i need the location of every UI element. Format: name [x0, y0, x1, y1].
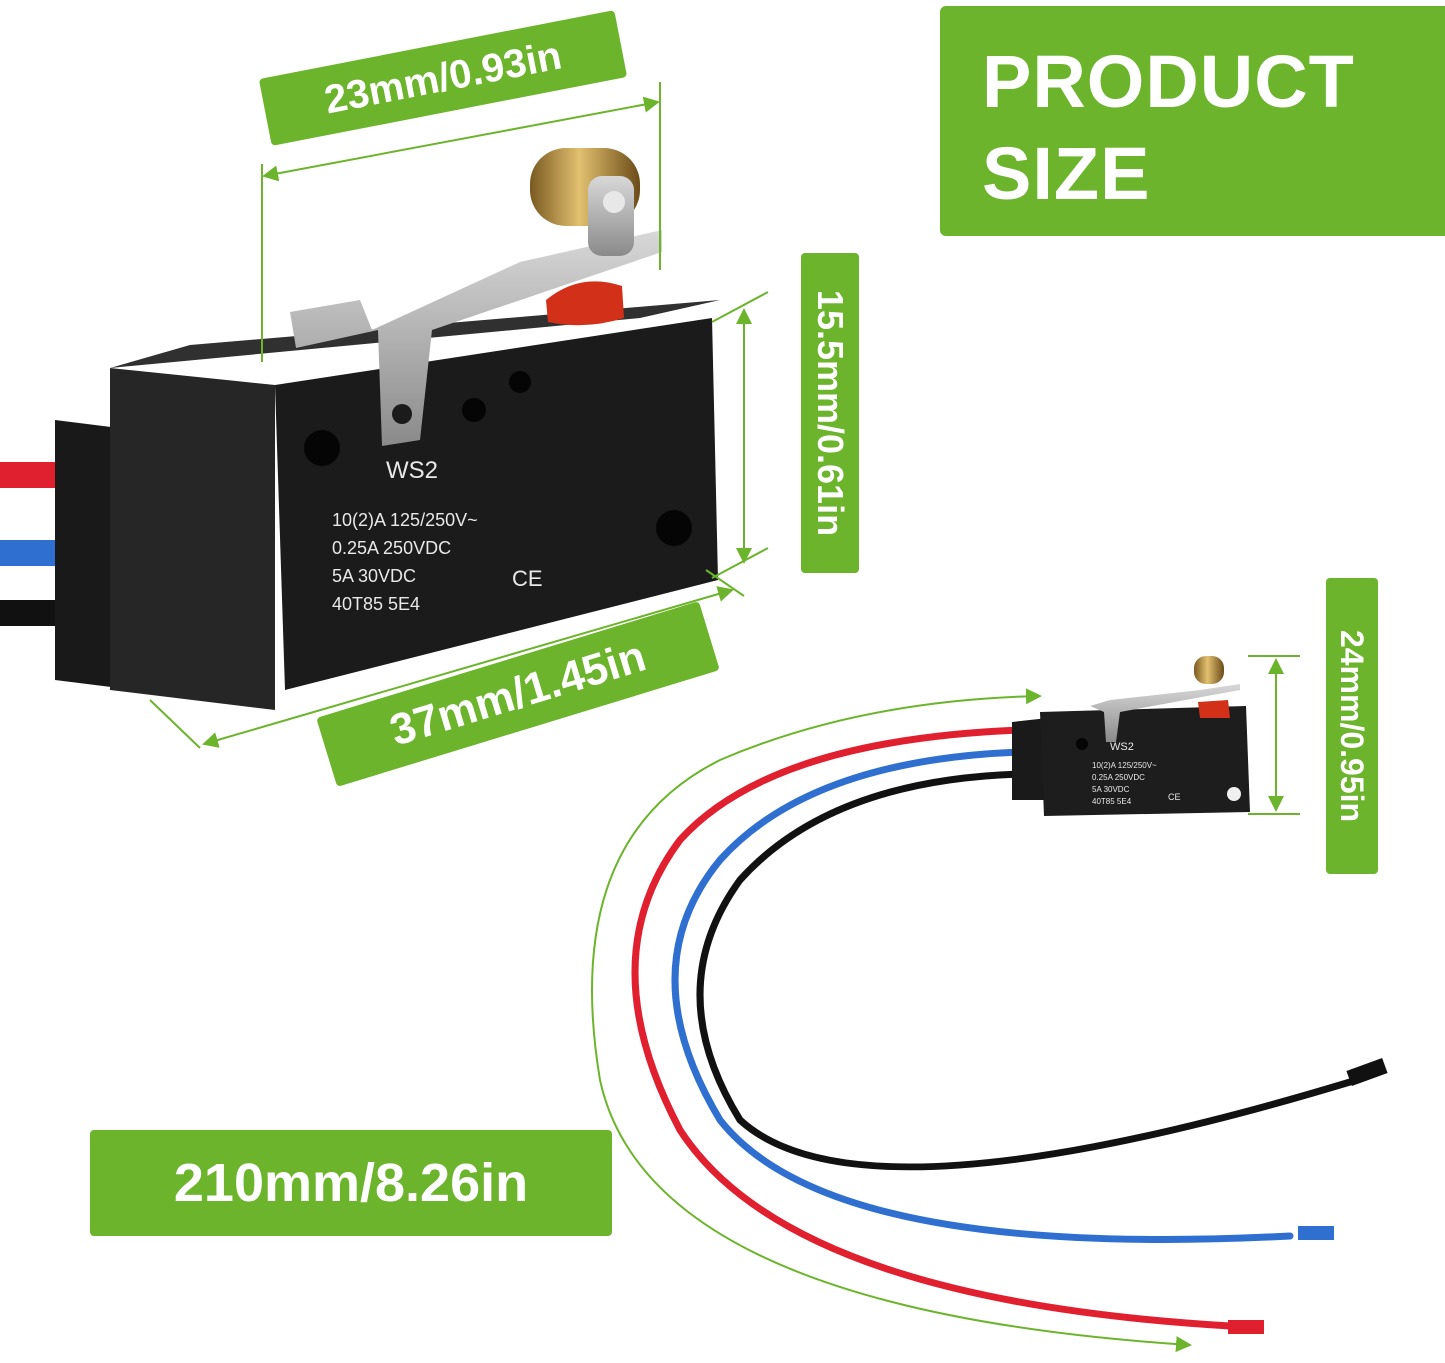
- lever-arm: [290, 230, 662, 446]
- title-line-1: PRODUCT: [982, 40, 1355, 123]
- product-size-title: PRODUCT SIZE: [940, 6, 1445, 236]
- svg-text:5A 30VDC: 5A 30VDC: [1092, 785, 1130, 794]
- wire-length-label: 210mm/8.26in: [90, 1130, 612, 1236]
- red-wire: [631, 726, 1234, 1330]
- mount-hole: [656, 510, 692, 546]
- svg-text:WS2: WS2: [1110, 741, 1134, 753]
- title-line-2: SIZE: [982, 132, 1151, 215]
- blue-wire: [671, 748, 1294, 1243]
- red-wire-tip: [1228, 1320, 1264, 1334]
- blue-wire-tip: [1298, 1226, 1334, 1240]
- height-label: 15.5mm/0.61in: [801, 253, 859, 573]
- black-wire: [696, 770, 1354, 1171]
- small-switch-marking: WS2 10(2)A 125/250V~ 0.25A 250VDC 5A 30V…: [1092, 741, 1181, 806]
- rating-line-4: 40T85 5E4: [332, 594, 420, 614]
- black-wire-tip: [1346, 1057, 1388, 1087]
- small-switch-wires: [631, 726, 1388, 1334]
- switch-model: WS2: [386, 457, 438, 484]
- dimension-lines: [149, 82, 1300, 1353]
- rating-line-1: 10(2)A 125/250V~: [332, 510, 478, 530]
- rating-line-2: 0.25A 250VDC: [332, 538, 451, 558]
- svg-text:0.25A 250VDC: 0.25A 250VDC: [1092, 773, 1145, 782]
- plunger: [546, 281, 624, 326]
- ce-mark: CE: [512, 566, 543, 591]
- small-switch: WS2 10(2)A 125/250V~ 0.25A 250VDC 5A 30V…: [1012, 656, 1250, 816]
- switch-side: [110, 368, 275, 710]
- svg-text:40T85 5E4: 40T85 5E4: [1092, 797, 1132, 806]
- rating-line-3: 5A 30VDC: [332, 566, 416, 586]
- svg-text:CE: CE: [1168, 792, 1181, 802]
- mount-hole: [304, 430, 340, 466]
- svg-text:10(2)A 125/250V~: 10(2)A 125/250V~: [1092, 761, 1157, 770]
- total-height-label: 24mm/0.95in: [1326, 578, 1378, 874]
